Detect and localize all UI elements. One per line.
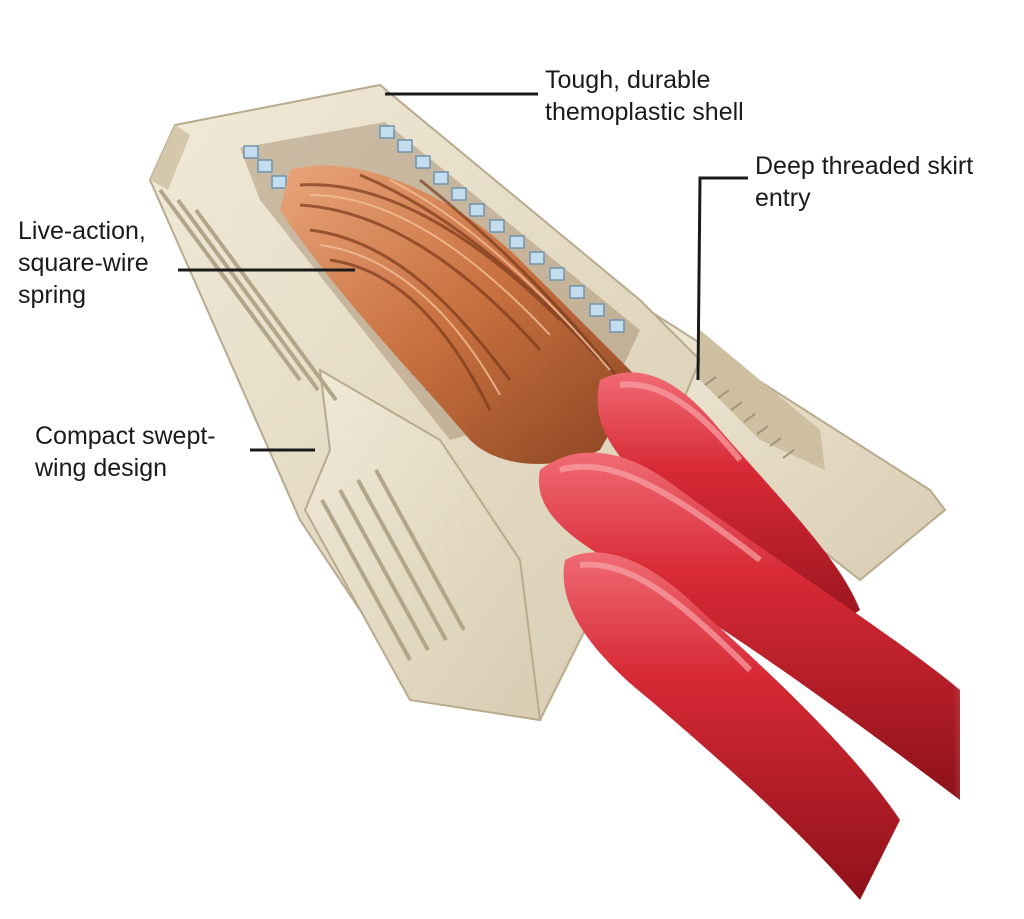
label-shell-line1: Tough, durable: [545, 66, 711, 94]
label-threaded-skirt: Deep threaded skirt entry: [755, 150, 973, 214]
leader-lines: [178, 92, 748, 452]
label-square-wire-spring: Live-action, square-wire spring: [18, 215, 149, 311]
label-thermoplastic-shell: Tough, durable themoplastic shell: [545, 64, 744, 128]
wing-grooves: [320, 469, 466, 661]
label-wing-line1: Compact swept-: [35, 422, 216, 450]
label-shell-line2: themoplastic shell: [545, 98, 744, 126]
shell-ribs: [158, 188, 338, 402]
label-skirt-line1: Deep threaded skirt: [755, 152, 974, 180]
copper-strands: [280, 165, 640, 464]
label-swept-wing: Compact swept- wing design: [35, 420, 216, 484]
leader-skirt: [696, 176, 748, 381]
label-skirt-line2: entry: [755, 184, 811, 212]
swept-wing: [303, 368, 542, 722]
skirt-threads: [704, 376, 795, 459]
connector-shell: [148, 83, 702, 722]
label-spring-line1: Live-action,: [18, 217, 146, 245]
red-insulated-wires: [538, 372, 1024, 919]
label-spring-line3: spring: [18, 281, 87, 309]
label-wing-line2: wing design: [35, 454, 168, 482]
label-spring-line2: square-wire: [18, 249, 149, 277]
